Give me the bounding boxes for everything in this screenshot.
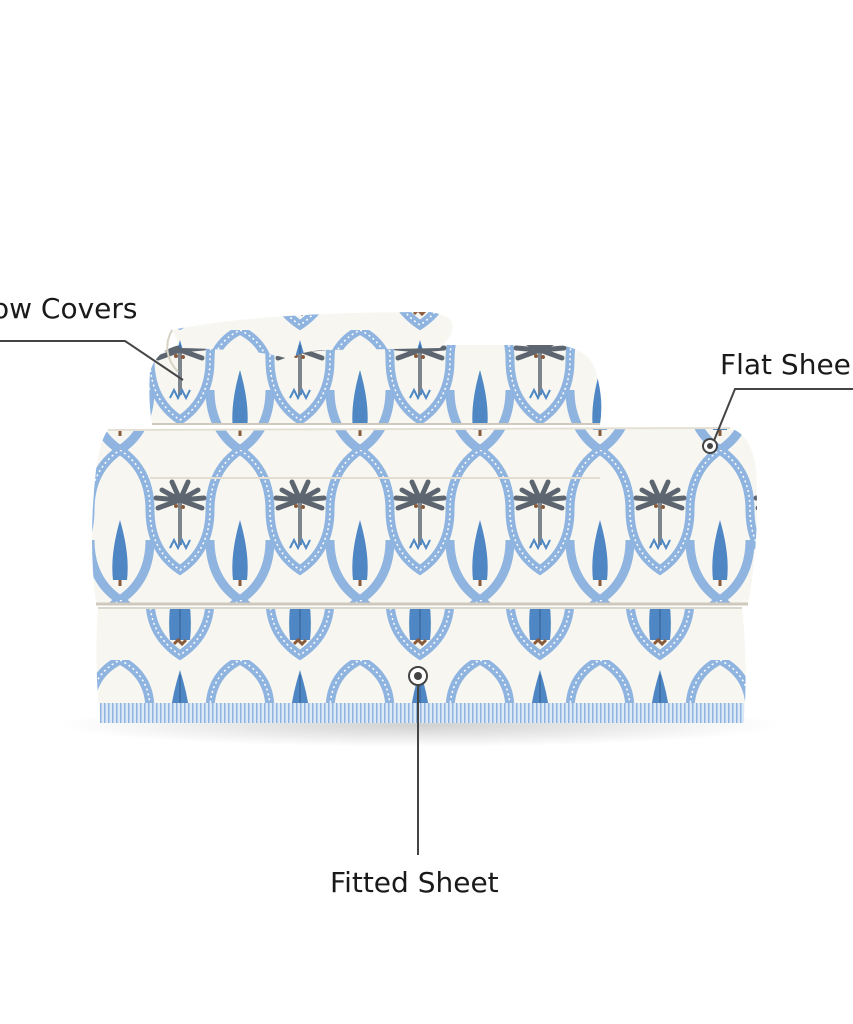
callout-fitted-sheet <box>408 666 428 855</box>
pillow-covers <box>149 312 602 425</box>
flat-sheet-label: Flat Shee <box>720 348 851 381</box>
callout-pillow-covers <box>0 340 184 381</box>
flat-sheet <box>92 427 757 606</box>
callout-flat-sheet <box>702 388 853 454</box>
fitted-sheet-label: Fitted Sheet <box>330 866 499 899</box>
fitted-sheet <box>96 607 746 723</box>
pillow-covers-label: ow Covers <box>0 292 138 325</box>
